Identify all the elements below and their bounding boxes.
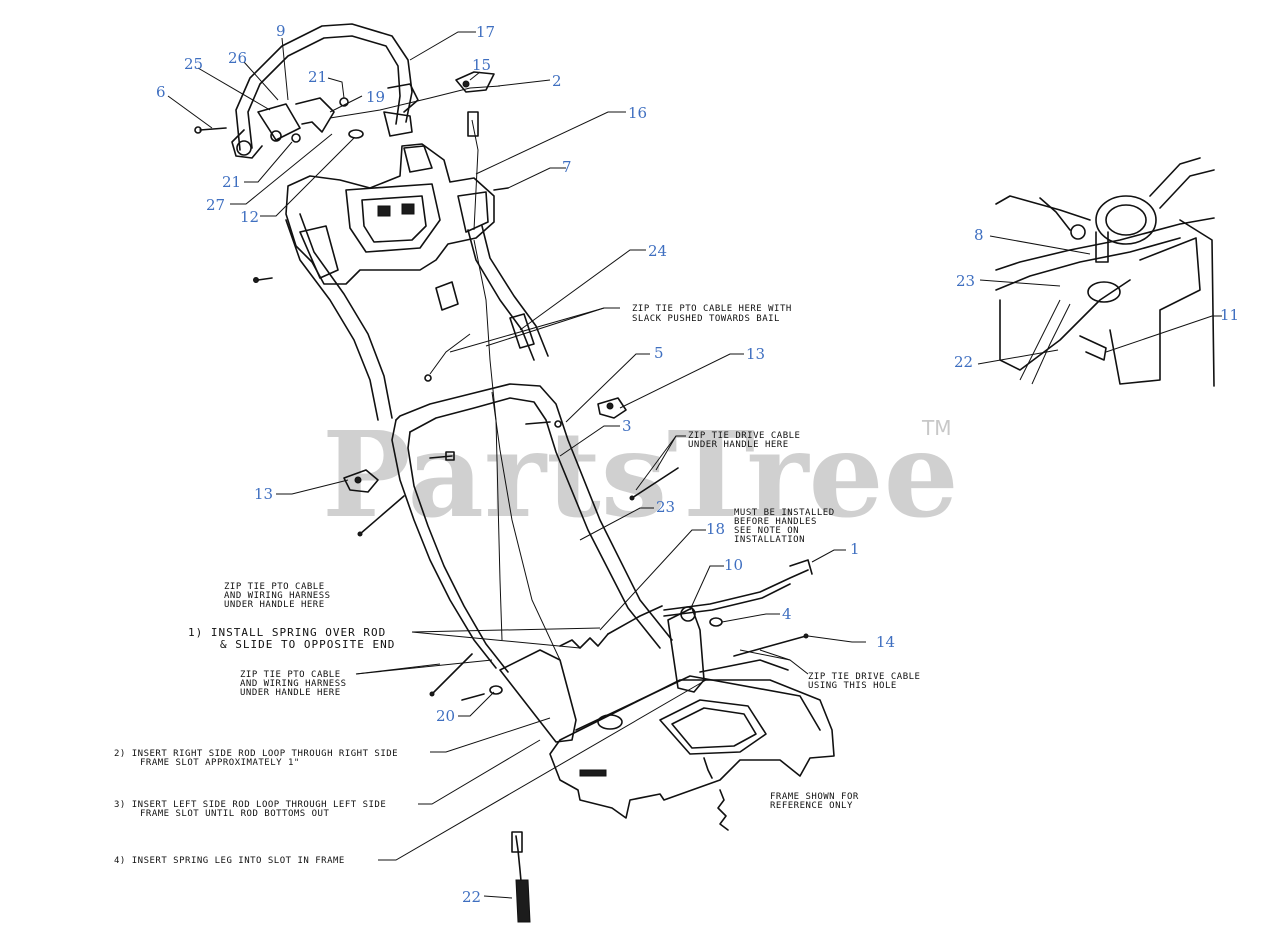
bail-bracket xyxy=(257,97,335,142)
watermark-trademark: TM xyxy=(921,416,951,440)
note-frame-1: FRAME SHOWN FOR xyxy=(770,792,859,802)
pto-cable-22-lower xyxy=(511,831,531,923)
callout-22-lower: 22 xyxy=(462,888,481,906)
callout-23: 23 xyxy=(656,498,675,516)
callout-26: 26 xyxy=(228,49,247,67)
note-drive-hole-1: ZIP TIE DRIVE CABLE xyxy=(808,672,920,682)
callout-numbers: 17 9 26 25 15 21 2 6 19 16 7 21 27 12 24… xyxy=(156,22,1239,906)
lower-handle xyxy=(391,383,673,673)
callout-23-inset: 23 xyxy=(956,272,975,290)
callout-13-right: 13 xyxy=(746,345,765,363)
callout-1: 1 xyxy=(850,540,860,558)
leader-lines xyxy=(167,31,1222,899)
note-pto-harness-b-2: AND WIRING HARNESS xyxy=(240,679,347,689)
upper-handle xyxy=(285,213,549,421)
callout-21-bottom: 21 xyxy=(222,173,241,191)
callout-11: 11 xyxy=(1220,306,1239,324)
note-step2-2: FRAME SLOT APPROXIMATELY 1" xyxy=(140,758,300,768)
callout-27: 27 xyxy=(206,196,225,214)
callout-12: 12 xyxy=(240,208,259,226)
knobs-13 xyxy=(343,397,627,493)
callout-18: 18 xyxy=(706,520,725,538)
note-must-3: SEE NOTE ON xyxy=(734,526,799,536)
callout-7: 7 xyxy=(562,158,572,176)
bail-cable xyxy=(329,85,501,231)
callout-9: 9 xyxy=(276,22,286,40)
note-pto-harness-a-1: ZIP TIE PTO CABLE xyxy=(224,582,325,592)
note-must-2: BEFORE HANDLES xyxy=(734,517,817,527)
upper-bail-handle xyxy=(231,23,419,159)
detail-inset xyxy=(995,157,1215,387)
callout-17: 17 xyxy=(476,23,495,41)
control-rod-1 xyxy=(663,559,813,617)
note-must-4: INSTALLATION xyxy=(734,535,805,545)
cable-clip-15 xyxy=(455,71,495,93)
callout-25: 25 xyxy=(184,55,203,73)
note-step3-1: 3) INSERT LEFT SIDE ROD LOOP THROUGH LEF… xyxy=(114,800,386,810)
note-pto-bail-1: ZIP TIE PTO CABLE HERE WITH xyxy=(632,304,792,314)
springs-lower xyxy=(703,757,729,831)
note-must-1: MUST BE INSTALLED xyxy=(734,508,835,518)
frame xyxy=(499,649,835,819)
note-step4: 4) INSERT SPRING LEG INTO SLOT IN FRAME xyxy=(114,856,345,866)
note-pto-harness-a-3: UNDER HANDLE HERE xyxy=(224,600,325,610)
drive-cable-23 xyxy=(491,391,561,661)
note-drive-handle-2: UNDER HANDLE HERE xyxy=(688,440,789,450)
note-drive-handle-1: ZIP TIE DRIVE CABLE xyxy=(688,431,800,441)
small-hardware xyxy=(194,97,509,283)
control-console xyxy=(285,143,495,285)
callout-15: 15 xyxy=(472,56,491,74)
watermark: PartsTree xyxy=(322,405,959,544)
callout-20: 20 xyxy=(436,707,455,725)
callout-2: 2 xyxy=(552,72,562,90)
callout-16: 16 xyxy=(628,104,647,122)
note-pto-bail-2: SLACK PUSHED TOWARDS BAIL xyxy=(632,314,780,324)
callout-19: 19 xyxy=(366,88,385,106)
callout-3: 3 xyxy=(622,417,632,435)
callout-6: 6 xyxy=(156,83,166,101)
note-spring-1: 1) INSTALL SPRING OVER ROD xyxy=(188,626,386,639)
callout-24: 24 xyxy=(648,242,667,260)
note-spring-2: & SLIDE TO OPPOSITE END xyxy=(220,638,395,651)
callout-5: 5 xyxy=(654,344,664,362)
callout-22-inset: 22 xyxy=(954,353,973,371)
callout-8: 8 xyxy=(974,226,984,244)
callout-14: 14 xyxy=(876,633,895,651)
bolt-20 xyxy=(461,685,503,701)
note-pto-harness-b-1: ZIP TIE PTO CABLE xyxy=(240,670,341,680)
note-step2-1: 2) INSERT RIGHT SIDE ROD LOOP THROUGH RI… xyxy=(114,749,398,759)
spring-18 xyxy=(559,605,663,649)
callout-4: 4 xyxy=(782,605,792,623)
note-drive-hole-2: USING THIS HOLE xyxy=(808,681,897,691)
note-frame-2: REFERENCE ONLY xyxy=(770,801,853,811)
callout-10: 10 xyxy=(724,556,743,574)
callout-13-left: 13 xyxy=(254,485,273,503)
callout-21-top: 21 xyxy=(308,68,327,86)
instruction-notes: ZIP TIE PTO CABLE HERE WITH SLACK PUSHED… xyxy=(114,304,920,866)
bushing-4 xyxy=(709,617,723,627)
note-step3-2: FRAME SLOT UNTIL ROD BOTTOMS OUT xyxy=(140,809,329,819)
zip-ties xyxy=(357,467,809,697)
note-pto-harness-b-3: UNDER HANDLE HERE xyxy=(240,688,341,698)
note-pto-harness-a-2: AND WIRING HARNESS xyxy=(224,591,331,601)
handle-bolts xyxy=(429,420,562,461)
